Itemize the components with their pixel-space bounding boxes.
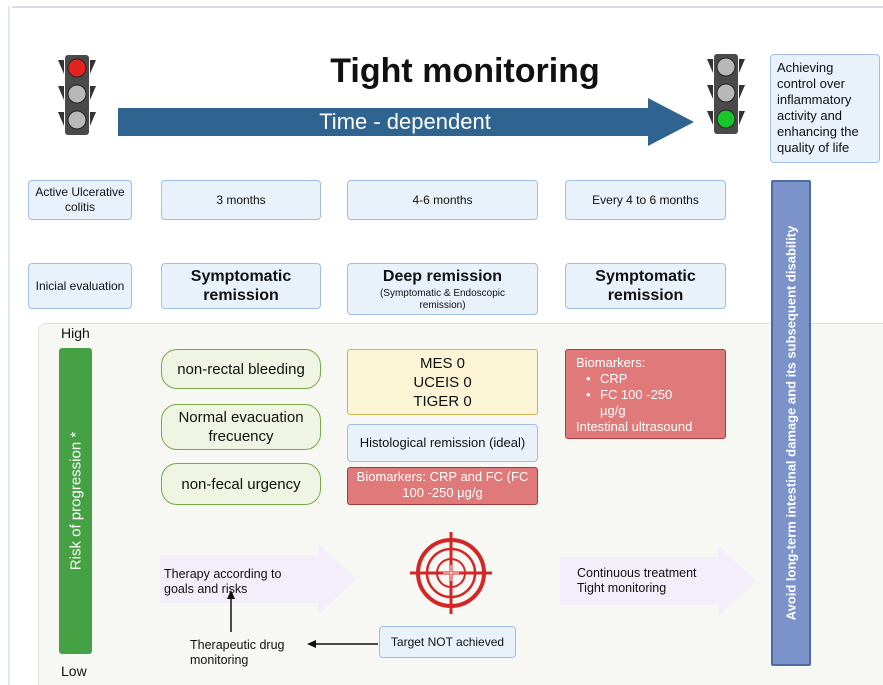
stage-symptomatic-remission-2: Symptomatic remission	[565, 263, 726, 309]
biomarker-item-crp: •CRP	[586, 371, 628, 386]
symptom-non-fecal-urgency: non-fecal urgency	[161, 463, 321, 505]
biomarkers-panel-title: Biomarkers:	[576, 355, 646, 370]
deep-remission-subtitle: (Symptomatic & Endoscopic remission)	[379, 287, 506, 311]
diagram-title: Tight monitoring	[330, 52, 600, 90]
traffic-light-red-icon	[58, 55, 96, 135]
target-not-achieved-box: Target NOT achieved	[379, 626, 516, 658]
left-border-line	[8, 6, 10, 685]
stage-initial-evaluation: Inicial evaluation	[28, 263, 132, 309]
long-term-goal-bar	[771, 180, 811, 666]
risk-high-label: High	[61, 325, 90, 341]
timeline-every-4-6-months: Every 4 to 6 months	[565, 180, 726, 220]
symptom-non-rectal-bleeding: non-rectal bleeding	[161, 349, 321, 389]
stage-symptomatic-remission: Symptomatic remission	[161, 263, 321, 309]
stage-deep-remission: Deep remission (Symptomatic & Endoscopic…	[347, 263, 538, 315]
traffic-light-green-icon	[707, 54, 745, 134]
endoscopic-scores-box: MES 0 UCEIS 0 TIGER 0	[347, 349, 538, 415]
timeline-3-months: 3 months	[161, 180, 321, 220]
deep-remission-title: Deep remission	[382, 267, 503, 285]
time-arrow-label: Time - dependent	[319, 109, 491, 134]
timeline-active-uc: Active Ulcerative colitis	[28, 180, 132, 220]
goal-box: Achieving control over inflammatory acti…	[770, 54, 880, 163]
score-tiger: TIGER 0	[413, 392, 472, 410]
histological-remission-box: Histological remission (ideal)	[347, 424, 538, 462]
biomarkers-panel-footer: Intestinal ultrasound	[576, 419, 693, 434]
continuous-arrow-shape	[560, 545, 756, 617]
continuous-text: Continuous treatment Tight monitoring	[577, 566, 697, 595]
biomarker-item-fc: •FC 100 -250 µg/g	[586, 387, 673, 418]
therapy-text: Therapy according to goals and risks	[164, 567, 282, 596]
risk-low-label: Low	[61, 663, 87, 679]
target-icon	[410, 532, 492, 614]
top-border-line	[12, 6, 883, 8]
timeline-4-6-months: 4-6 months	[347, 180, 538, 220]
biomarkers-crp-fc-box: Biomarkers: CRP and FC (FC 100 -250 µg/g	[347, 467, 538, 505]
flow-arrows	[227, 590, 378, 648]
score-mes: MES 0	[419, 354, 465, 372]
score-uceis: UCEIS 0	[413, 373, 472, 391]
time-arrow-icon	[118, 98, 694, 146]
biomarkers-panel: Biomarkers: •CRP •FC 100 -250 µg/g Intes…	[565, 349, 726, 439]
symptom-normal-evacuation: Normal evacuation frecuency	[161, 404, 321, 450]
risk-progression-label: Risk of progression *	[67, 431, 84, 571]
therapeutic-drug-monitoring-text: Therapeutic drug monitoring	[190, 638, 285, 667]
therapy-arrow-shape	[160, 543, 356, 615]
long-term-goal-text: Avoid long-term intestinal damage and it…	[783, 225, 799, 621]
risk-progression-bar	[59, 348, 92, 654]
